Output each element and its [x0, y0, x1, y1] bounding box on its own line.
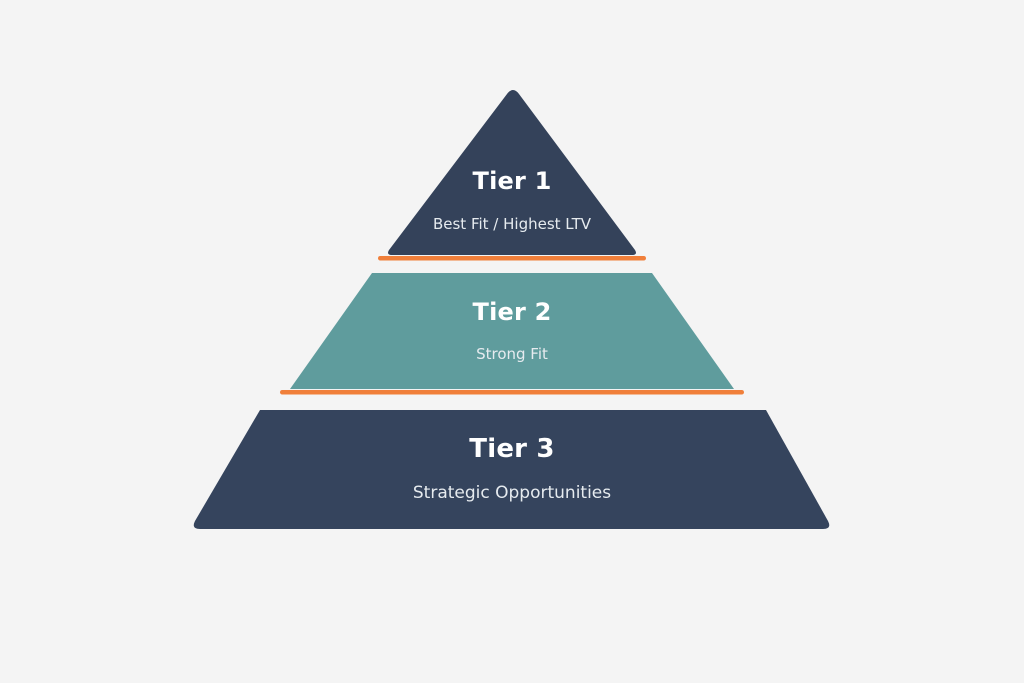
tier-3-shape	[193, 410, 830, 529]
tier-2-shape	[290, 273, 734, 389]
tier-1-title: Tier 1	[472, 167, 552, 195]
separator-line-1	[378, 256, 646, 261]
tier-1-shape	[388, 90, 636, 255]
separator-line-2	[280, 390, 744, 395]
tier-3-subtitle: Strategic Opportunities	[412, 483, 612, 503]
tier-1-subtitle: Best Fit / Highest LTV	[432, 215, 592, 233]
tier-3-title: Tier 3	[469, 434, 555, 464]
tier-2-title: Tier 2	[472, 298, 552, 326]
tier-2-subtitle: Strong Fit	[476, 345, 548, 363]
